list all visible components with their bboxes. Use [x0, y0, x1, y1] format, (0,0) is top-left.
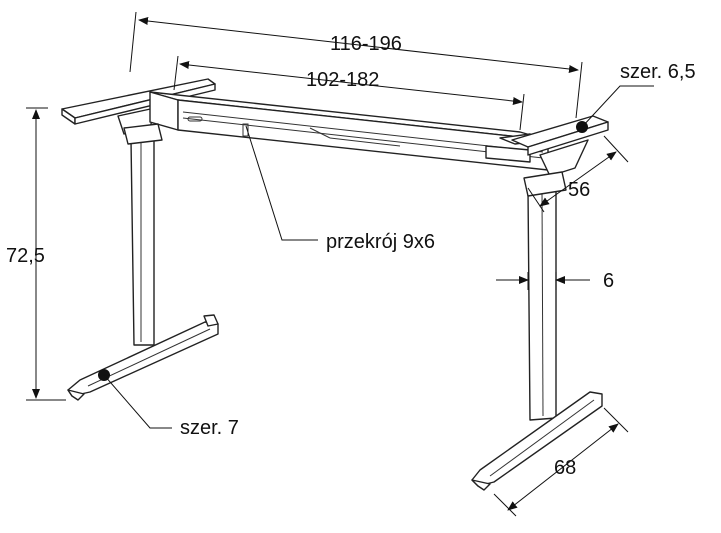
top-bracket-width-leader: [581, 85, 654, 128]
foot-depth-dimension: [507, 423, 619, 511]
cross-section-label: przekrój 9x6: [326, 231, 435, 253]
inner-width-dimension: [179, 61, 523, 105]
labels: 116-196 102-182 72,5 przekrój 9x6 szer. …: [6, 33, 696, 479]
height-label: 72,5: [6, 245, 45, 267]
foot-width-label: szer. 7: [180, 417, 239, 439]
foot-depth-label: 68: [554, 457, 576, 479]
dimensions: [26, 11, 629, 517]
left-leg: [123, 123, 163, 346]
top-depth-dimension: [539, 151, 617, 207]
leaders: [103, 85, 654, 429]
frame-beam: [149, 91, 549, 171]
foot-width-leader: [103, 374, 172, 429]
inner-width-label: 102-182: [306, 69, 379, 91]
top-depth-label: 56: [568, 179, 590, 201]
desk-frame: [61, 78, 609, 491]
overall-width-label: 116-196: [330, 33, 402, 55]
cross-section-leader: [245, 125, 318, 241]
top-bracket-width-label: szer. 6,5: [620, 61, 696, 83]
leg-thickness-label: 6: [603, 270, 614, 292]
right-leg: [523, 171, 567, 421]
